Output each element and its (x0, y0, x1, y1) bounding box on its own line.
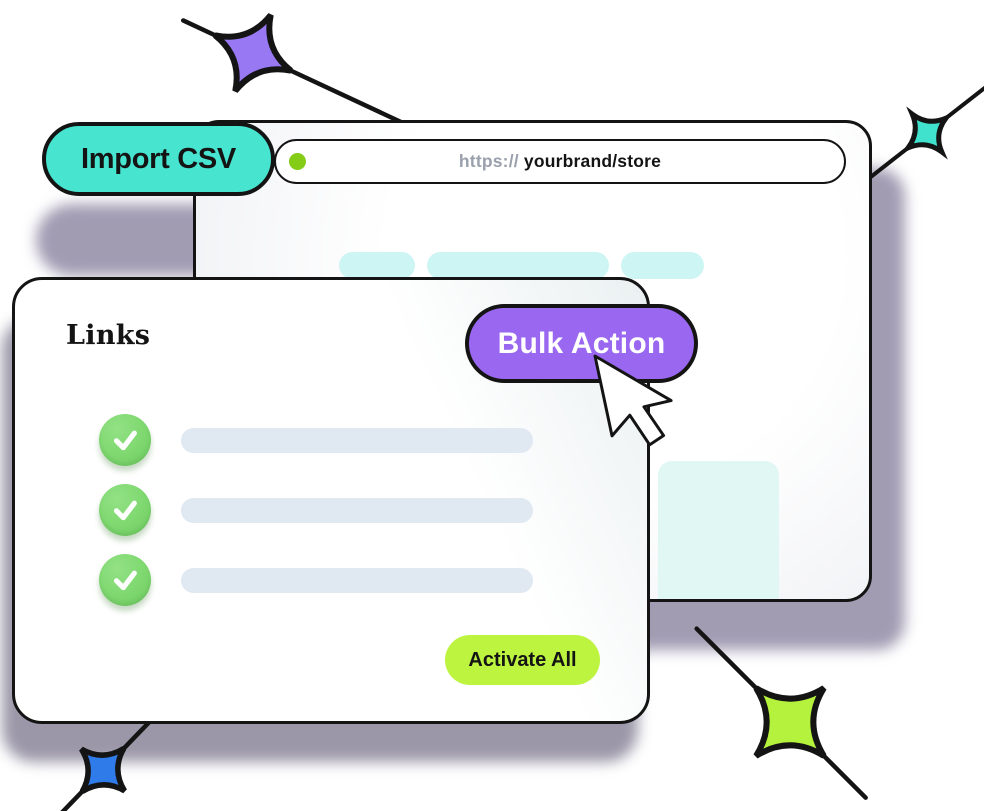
link-row (99, 414, 533, 466)
activate-all-button[interactable]: Activate All (445, 635, 600, 685)
sparkle-star-lime-icon (694, 626, 868, 800)
link-placeholder-bar (181, 427, 533, 453)
check-circle-icon (99, 414, 151, 466)
link-placeholder-bar (181, 497, 533, 523)
sparkle-star-purple-icon (180, 13, 408, 127)
import-csv-badge[interactable]: Import CSV (42, 122, 275, 196)
link-placeholder-bar (181, 567, 533, 593)
check-circle-icon (99, 484, 151, 536)
nav-skeleton-row (339, 252, 704, 279)
url-domain: yourbrand/store (523, 151, 662, 171)
nav-placeholder-pill (427, 252, 609, 279)
panel-title: Links (66, 320, 151, 351)
content-placeholder-block (658, 461, 779, 599)
nav-placeholder-pill (339, 252, 415, 279)
link-row (99, 484, 533, 536)
link-row (99, 554, 533, 606)
url-bar[interactable]: https:// yourbrand/store (274, 139, 846, 184)
url-text: https:// yourbrand/store (306, 151, 814, 172)
nav-placeholder-pill (621, 252, 704, 279)
bulk-action-button[interactable]: Bulk Action (465, 304, 698, 383)
check-circle-icon (99, 554, 151, 606)
secure-dot-icon (289, 153, 306, 170)
cursor-icon (573, 348, 703, 483)
url-scheme: https:// (458, 151, 519, 171)
